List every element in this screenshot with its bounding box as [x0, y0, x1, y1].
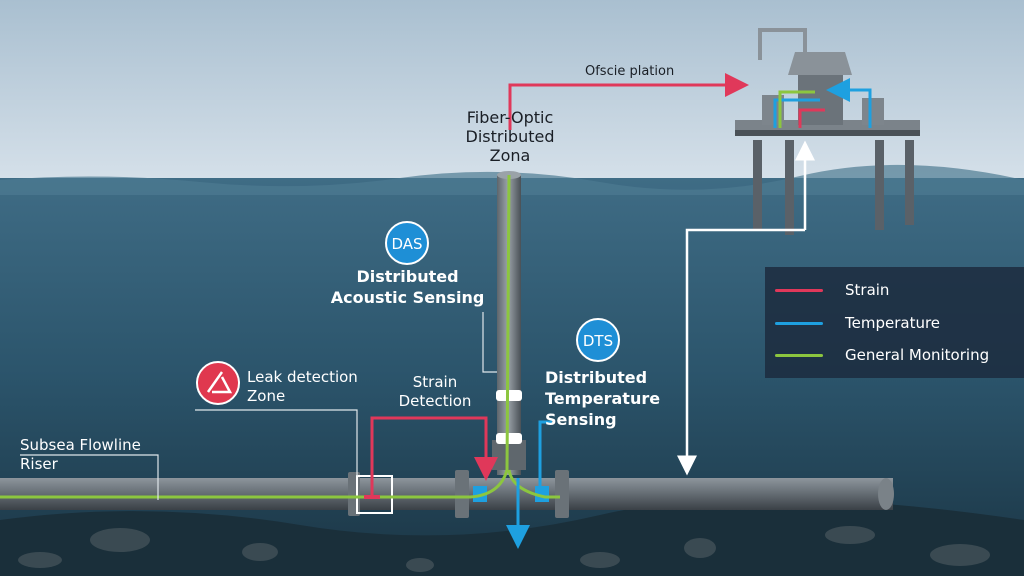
das-badge — [385, 221, 429, 265]
leak-badge — [196, 361, 240, 405]
platform-arrow — [508, 73, 749, 130]
fiber-optic-line-2: Distributed — [465, 127, 555, 146]
strain-label-line-2: Detection — [398, 392, 472, 410]
flowline-label-line-2: Riser — [20, 455, 58, 473]
legend-label: General Monitoring — [845, 346, 990, 364]
riser-clamp-lower — [496, 433, 522, 444]
das-title-line-1: Distributed — [356, 267, 459, 286]
flowline-pipe — [0, 478, 893, 510]
legend-item-strain: Strain — [775, 281, 889, 299]
leak-zone-clamp — [356, 475, 393, 514]
strain-label: Strain Detection — [390, 373, 480, 411]
data-down-arrow — [677, 228, 805, 476]
flange-left — [348, 472, 360, 516]
leak-leader-line — [195, 409, 358, 476]
legend-item-temperature: Temperature — [775, 314, 940, 332]
dts-title-line-3: Sensing — [545, 410, 617, 429]
platform-arrow-label: Ofscie plation — [585, 64, 675, 79]
dts-badge-text: DTS — [583, 332, 613, 350]
legend: Strain Temperature General Monitoring — [765, 267, 1024, 378]
strain-line — [370, 416, 498, 497]
flowline-label-line-1: Subsea Flowline — [20, 436, 141, 454]
legend-swatch-temperature — [775, 321, 823, 325]
leak-label: Leak detection Zone — [247, 368, 358, 406]
flange-right — [555, 470, 569, 518]
leak-label-line-1: Leak detection — [247, 368, 358, 386]
dts-title-line-2: Temperature — [545, 389, 661, 408]
fiber-optic-line — [0, 174, 511, 499]
temperature-line — [538, 420, 552, 490]
riser-flange — [492, 440, 526, 470]
flowline-label: Subsea Flowline Riser — [20, 436, 141, 474]
seabed-rocks — [18, 526, 990, 572]
fiber-optic-label: Fiber-Optic Distributed Zona — [455, 108, 565, 165]
flange-mid — [455, 470, 469, 518]
legend-swatch-general — [775, 353, 823, 357]
dts-badge — [576, 318, 620, 362]
legend-label: Strain — [845, 281, 890, 299]
fiber-optic-line-3: Zona — [489, 146, 531, 165]
das-leader-line — [482, 312, 497, 373]
legend-swatch-strain — [775, 288, 823, 292]
das-badge-text: DAS — [391, 235, 422, 253]
sky — [0, 0, 1024, 185]
das-title-line-2: Acoustic Sensing — [330, 288, 485, 307]
strain-label-line-1: Strain — [412, 373, 458, 391]
offshore-platform — [735, 28, 920, 235]
das-title: Distributed Acoustic Sensing — [320, 266, 495, 308]
leak-icon — [206, 371, 233, 394]
flowline-leader-line — [20, 454, 159, 500]
dts-title-line-1: Distributed — [545, 368, 648, 387]
legend-item-general-monitoring: General Monitoring — [775, 346, 989, 364]
dts-title: Distributed Temperature Sensing — [545, 367, 660, 430]
legend-label: Temperature — [845, 314, 941, 332]
fiber-optic-line-1: Fiber-Optic — [466, 108, 554, 127]
leak-label-line-2: Zone — [247, 387, 286, 405]
